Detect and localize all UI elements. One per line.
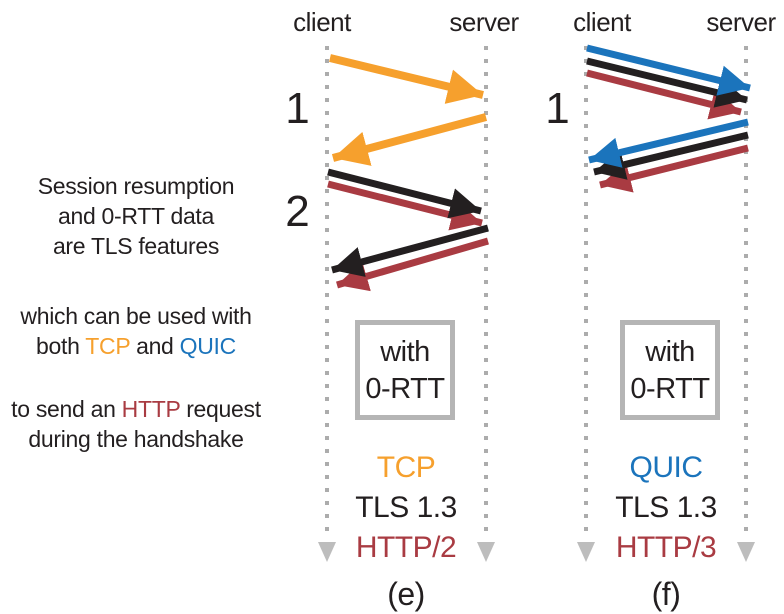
timeline-arrowhead [577,542,595,562]
lifelines-f [577,46,755,562]
box-line: 0-RTT [630,373,710,405]
note-line: both TCP and QUIC [36,333,237,359]
step-number-1-e: 1 [285,84,310,133]
http-word: HTTP [121,396,181,422]
caption-f: (f) [651,576,681,612]
protocol-tls13: TLS 1.3 [615,491,717,524]
box-line: with [645,336,695,368]
note-line: which can be used with [20,303,252,329]
server-label-e: server [449,7,519,37]
client-label-e: client [293,7,351,37]
protocol-quic: QUIC [629,451,704,484]
intro-note-http: to send an HTTP request during the hands… [0,394,272,454]
server-label-f: server [706,7,776,37]
quic-word: QUIC [179,333,237,359]
caption-e: (e) [387,576,425,612]
box-line: 0-RTT [365,373,445,405]
tcp-word: TCP [85,333,130,359]
protocol-stack-e: TCP TLS 1.3 HTTP/2 [306,448,506,568]
box-line: with [380,336,430,368]
protocol-tls13: TLS 1.3 [355,491,457,524]
step-number-1-f: 1 [545,84,570,133]
timeline-arrowhead [737,542,755,562]
note-line: Session resumption [37,173,235,199]
lifelines-e [318,46,495,562]
intro-note: Session resumption and 0-RTT data are TL… [0,171,272,261]
client-label-f: client [573,7,631,37]
quic-tls-http-arrows-f [586,44,751,193]
with-0rtt-box-e: with 0-RTT [355,320,455,420]
tls-http-arrows-e [327,168,489,292]
step-number-2-e: 2 [285,187,310,236]
timeline-arrowhead [318,542,336,562]
with-0rtt-box-f: with 0-RTT [620,320,720,420]
protocol-http3: HTTP/3 [615,531,717,564]
note-line: are TLS features [52,233,220,259]
protocol-tcp: TCP [376,451,436,484]
tcp-handshake-arrows [329,54,488,166]
note-line: and 0-RTT data [57,203,215,229]
protocol-stack-f: QUIC TLS 1.3 HTTP/3 [566,448,766,568]
note-line: during the handshake [28,426,244,452]
intro-note-protocols: which can be used with both TCP and QUIC [0,301,272,361]
note-line: to send an HTTP request [11,396,261,422]
timeline-arrowhead [477,542,495,562]
protocol-http2: HTTP/2 [355,531,457,564]
